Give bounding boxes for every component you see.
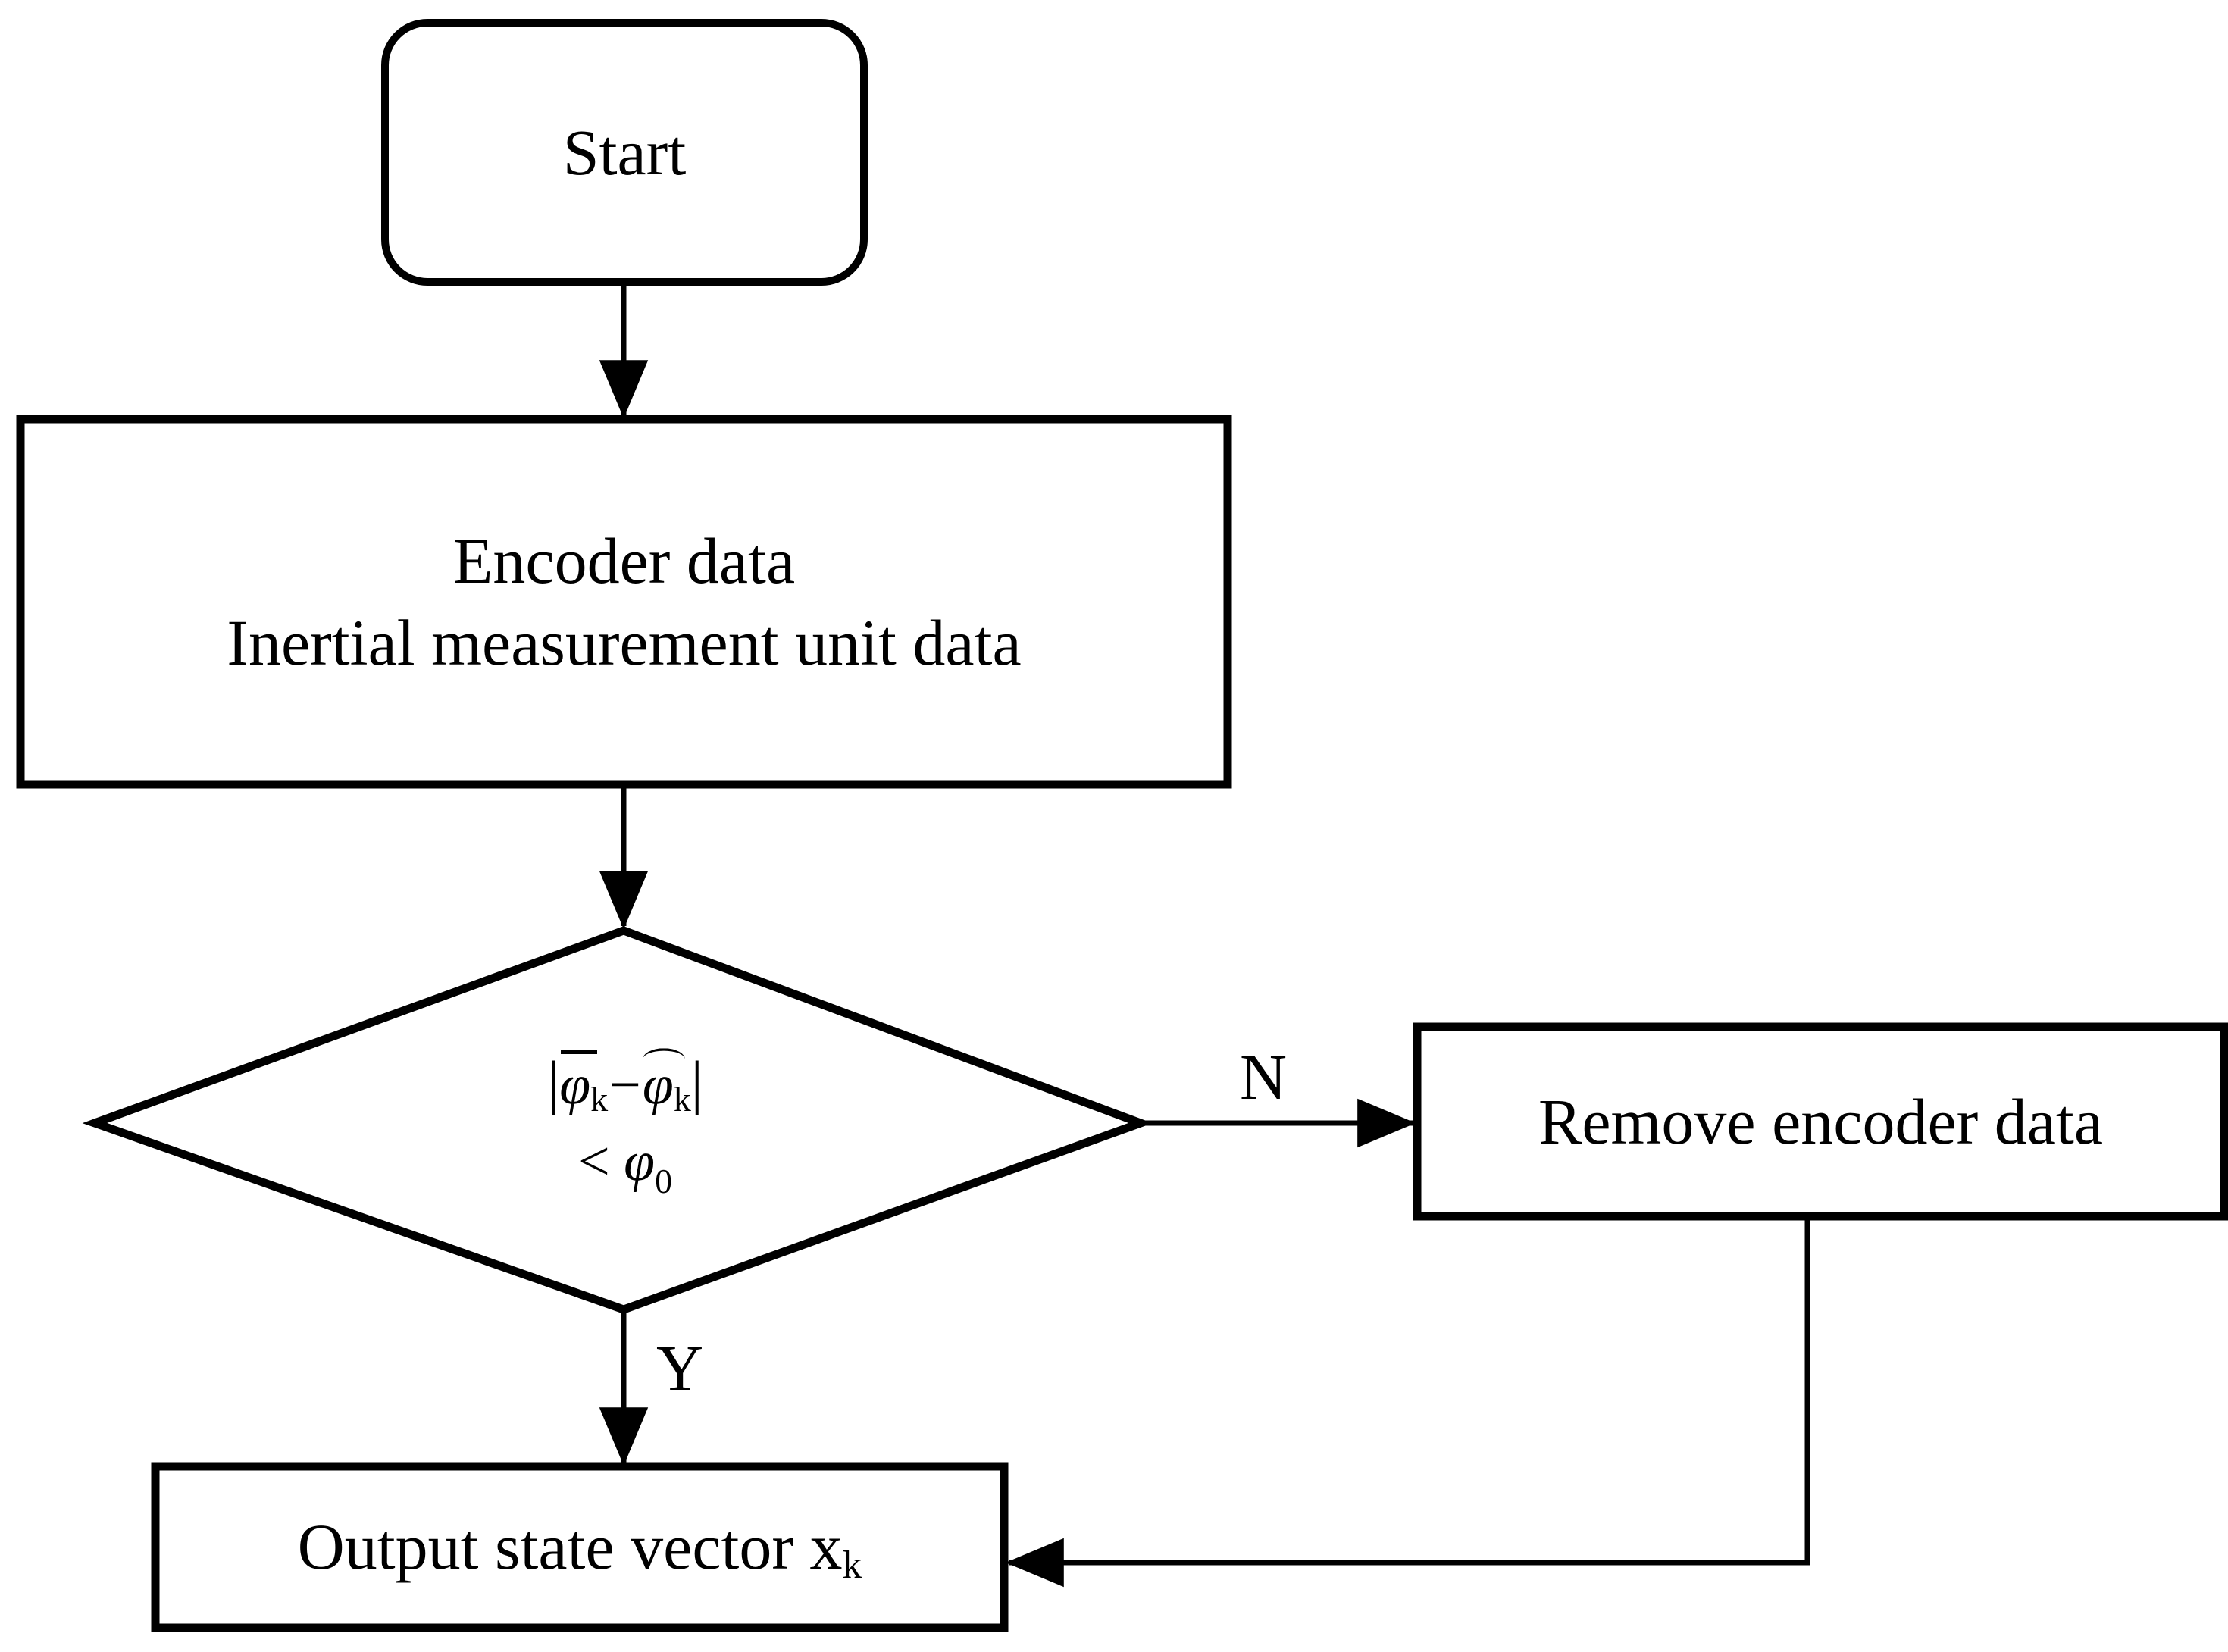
node-remove-shape[interactable] xyxy=(1413,1022,2228,1221)
edge-label-no: N xyxy=(1240,1040,1288,1113)
node-data-input-shape[interactable] xyxy=(16,415,1232,789)
node-decision-shape[interactable] xyxy=(82,926,1153,1314)
node-start-shape[interactable] xyxy=(381,19,868,286)
edge-remove-to-output xyxy=(1005,1216,1810,1588)
edge-label-yes: Y xyxy=(656,1331,704,1404)
node-output-shape[interactable] xyxy=(151,1462,1009,1632)
